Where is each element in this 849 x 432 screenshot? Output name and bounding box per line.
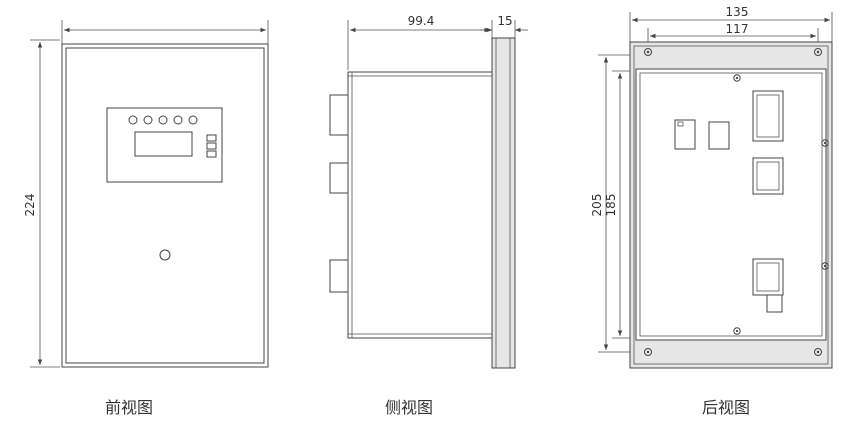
side-flange-label: 15 (497, 14, 512, 28)
screw-icon (821, 139, 829, 147)
controller-panel (106, 107, 223, 183)
indicator-light-icon (188, 115, 198, 125)
side-depth-label: 99.4 (408, 14, 435, 28)
rear-view: 135 117 205 185 (590, 5, 833, 417)
front-view-caption: 前视图 (105, 398, 153, 417)
screw-icon (814, 348, 822, 356)
breaker-bottom-handle (766, 294, 783, 313)
panel-key-3 (206, 150, 217, 158)
rear-outer-width-label: 135 (726, 5, 749, 19)
side-view: 99.4 15 侧视图 (329, 14, 528, 417)
rear-outer-height-label: 205 (590, 194, 604, 217)
panel-key-2 (206, 142, 217, 150)
rear-inner-height-label: 185 (604, 194, 618, 217)
side-connector-middle (329, 162, 349, 194)
screw-icon (821, 262, 829, 270)
door-lock-icon (159, 249, 171, 261)
breaker-top (752, 90, 784, 142)
front-cabinet-outline (61, 43, 269, 368)
screw-icon (814, 48, 822, 56)
terminal-component (708, 121, 730, 150)
side-view-caption: 侧视图 (385, 398, 433, 417)
side-connector-bottom (329, 259, 349, 293)
screw-icon (733, 327, 741, 335)
display-screen (134, 131, 193, 157)
screw-icon (644, 48, 652, 56)
side-connector-top (329, 94, 349, 136)
screw-icon (733, 74, 741, 82)
indicator-light-icon (173, 115, 183, 125)
rear-inner-width-label: 117 (726, 22, 749, 36)
rear-view-caption: 后视图 (702, 398, 750, 417)
screw-icon (644, 348, 652, 356)
mounting-screws (644, 48, 829, 356)
side-mounting-flange (491, 37, 516, 369)
front-cabinet-inner-edge (65, 47, 265, 364)
indicator-lights (128, 115, 198, 125)
indicator-light-icon (143, 115, 153, 125)
indicator-light-icon (128, 115, 138, 125)
side-body (347, 71, 493, 339)
breaker-middle (752, 157, 784, 195)
front-view: 224 前视图 (23, 20, 269, 417)
rear-body (635, 68, 827, 341)
relay-component (674, 119, 696, 150)
panel-key-1 (206, 134, 217, 142)
indicator-light-icon (158, 115, 168, 125)
front-height-label: 224 (23, 194, 37, 217)
